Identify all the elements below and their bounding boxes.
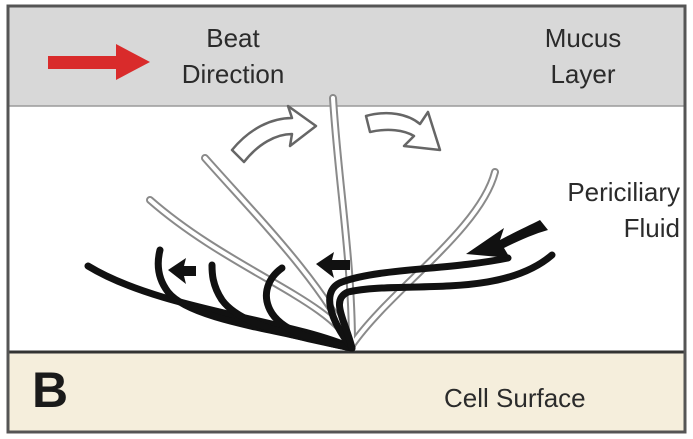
periciliary-fluid-label: Periciliary Fluid [510, 174, 680, 246]
beat-direction-label-line2: Direction [168, 56, 298, 92]
periciliary-fluid-label-line1: Periciliary [510, 174, 680, 210]
beat-direction-label: Beat Direction [168, 20, 298, 92]
mucus-layer-label: Mucus Layer [528, 20, 638, 92]
panel-label: B [32, 360, 68, 420]
beat-direction-label-line1: Beat [168, 20, 298, 56]
mucus-layer-label-line2: Layer [528, 56, 638, 92]
periciliary-fluid-label-line2: Fluid [510, 210, 680, 246]
cell-surface-label: Cell Surface [444, 380, 586, 416]
mucus-layer-label-line1: Mucus [528, 20, 638, 56]
